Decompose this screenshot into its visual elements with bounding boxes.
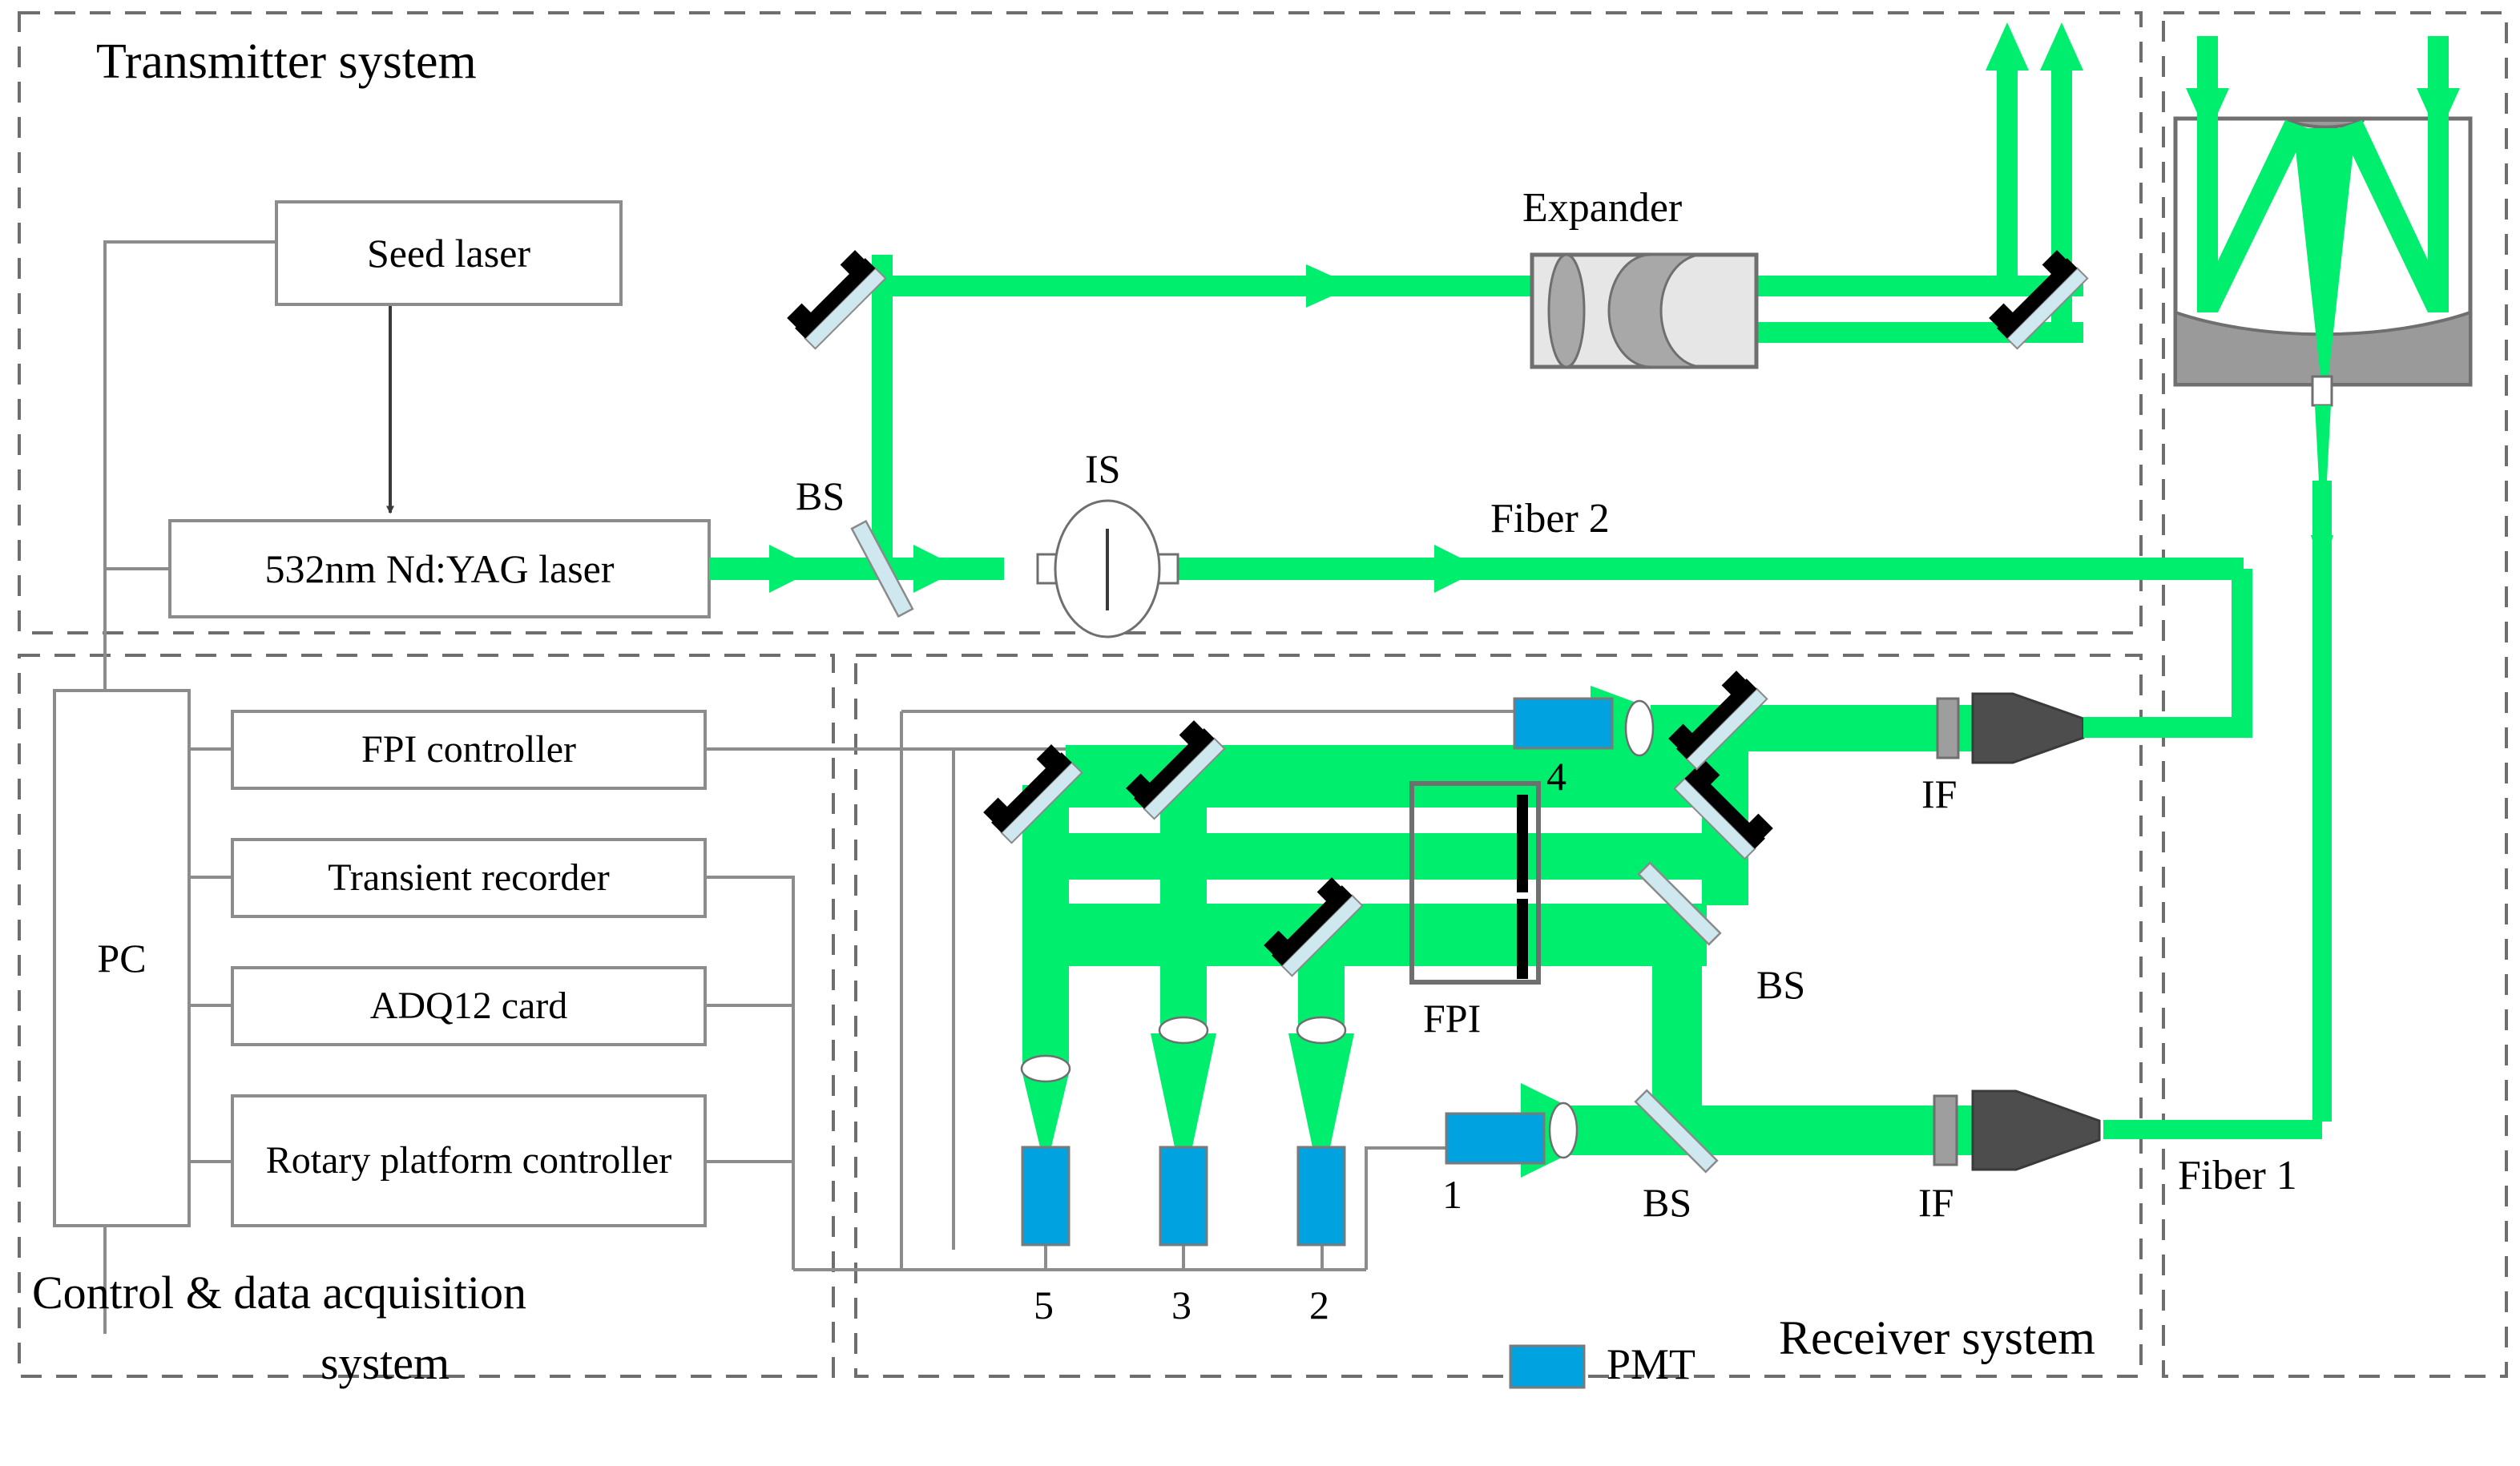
beam-expander <box>1530 252 1759 369</box>
channel-number-3: 3 <box>1171 1283 1191 1327</box>
label-fiber-2: Fiber 2 <box>1490 496 1610 542</box>
channel-number-2: 2 <box>1309 1283 1329 1327</box>
module-label-fpi-controller: FPI controller <box>361 728 576 771</box>
module-label-rotary-platform-controller: Rotary platform controller <box>265 1139 672 1182</box>
control-boxes <box>53 689 707 1227</box>
section-title-control-line1: Control & data acquisition <box>32 1267 526 1319</box>
pmt-bodies <box>1021 697 1614 1247</box>
label-expander: Expander <box>1522 185 1683 231</box>
module-label-transient-recorder: Transient recorder <box>328 856 610 900</box>
legend-pmt-label: PMT <box>1607 1340 1696 1388</box>
mirror-transmitter-upper <box>784 248 887 350</box>
module-label-adq12-card: ADQ12 card <box>369 985 568 1028</box>
optical-isolator <box>1036 499 1179 638</box>
label-if-bottom: IF <box>1918 1180 1954 1225</box>
pc-label: PC <box>97 936 147 981</box>
lens-pmt3 <box>1158 1016 1209 1045</box>
label-if-top: IF <box>1921 771 1958 816</box>
channel-number-4: 4 <box>1546 754 1566 799</box>
transmitter-beam <box>709 22 2244 593</box>
fiber-collimator-bottom <box>1971 1089 2101 1171</box>
interference-filter-top <box>1936 697 1960 759</box>
section-outline-telescope <box>2162 11 2508 1378</box>
lens-pmt4 <box>1624 699 1655 757</box>
label-fiber-1: Fiber 1 <box>2178 1153 2297 1198</box>
lens-pmt1 <box>1548 1102 1579 1159</box>
box-label-seed-laser: Seed laser <box>366 231 531 276</box>
section-outline-control <box>18 654 835 1378</box>
fabry-perot-interferometer <box>1409 781 1541 985</box>
section-title-control-line2: system <box>321 1337 450 1389</box>
legend-pmt-swatch <box>1509 1344 1586 1389</box>
box-label-main-laser: 532nm Nd:YAG laser <box>264 546 615 591</box>
telescope-assembly <box>2173 36 2473 481</box>
interference-filter-bottom <box>1933 1094 1958 1166</box>
lens-pmt5 <box>1020 1054 1071 1083</box>
section-title-transmitter: Transmitter system <box>96 34 477 89</box>
label-bs-transmitter: BS <box>796 473 845 518</box>
label-bs-receiver-mid: BS <box>1756 962 1806 1007</box>
label-fpi: FPI <box>1423 996 1482 1041</box>
section-title-receiver: Receiver system <box>1779 1311 2095 1364</box>
box-seed-laser-frame <box>275 200 623 306</box>
label-bs-receiver-bottom: BS <box>1643 1180 1692 1225</box>
channel-number-1: 1 <box>1442 1172 1462 1217</box>
lens-pmt2 <box>1296 1016 1347 1045</box>
section-outline-receiver <box>854 654 2143 1378</box>
fiber-runs <box>2083 481 2333 1139</box>
section-outline-transmitter <box>18 11 2143 634</box>
channel-number-5: 5 <box>1034 1283 1054 1327</box>
label-is: IS <box>1085 446 1121 491</box>
fiber-collimator-top <box>1971 692 2085 764</box>
